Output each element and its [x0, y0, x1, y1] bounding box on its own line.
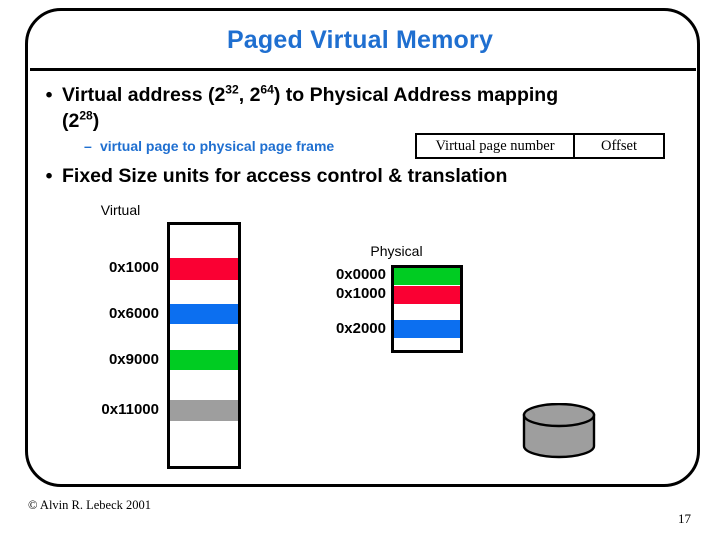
green-frame — [394, 268, 460, 285]
address-format-box: Virtual page number Offset — [415, 133, 665, 159]
disk-cylinder-icon — [522, 403, 596, 459]
bullet-text-part-1: Virtual address (2 — [62, 84, 226, 106]
physical-address-label-0: 0x0000 — [335, 266, 386, 283]
virtual-column-label: Virtual — [100, 202, 141, 218]
virtual-address-label-1: 0x6000 — [108, 305, 159, 322]
dash-marker-icon: – — [84, 138, 92, 154]
green-page — [170, 350, 238, 370]
red-page — [170, 258, 238, 280]
bullet-fixed-size-label: Fixed Size units for access control & tr… — [62, 165, 508, 187]
page-number: 17 — [678, 511, 691, 526]
bullet-item-virtual-address: • Virtual address (232, 264) to Physical … — [36, 82, 696, 106]
bullet-text-part-3: ) to Physical Address mapping — [273, 84, 559, 106]
sub-bullet-page-frame: –virtual page to physical page frame — [84, 138, 334, 154]
physical-address-label-1: 0x1000 — [335, 285, 386, 302]
bullet-line2-part-1: (2 — [62, 110, 80, 132]
virtual-address-label-3: 0x11000 — [101, 401, 159, 418]
blue-frame — [394, 320, 460, 338]
physical-column-label: Physical — [370, 243, 423, 259]
gray-page — [170, 400, 238, 421]
copyright-footer: © Alvin R. Lebeck 2001 — [28, 498, 152, 512]
physical-address-label-2: 0x2000 — [335, 320, 386, 337]
virtual-address-label-0: 0x1000 — [108, 259, 159, 276]
red-frame — [394, 286, 460, 304]
superscript-32: 32 — [225, 82, 239, 97]
bullet-marker-icon: • — [45, 84, 53, 106]
superscript-64: 64 — [260, 82, 274, 97]
offset-field: Offset — [601, 137, 637, 154]
superscript-28: 28 — [79, 108, 93, 123]
virtual-memory-column — [167, 222, 241, 469]
slide-border — [25, 8, 700, 487]
bullet-text-part-2: , 2 — [238, 84, 261, 106]
virtual-page-number-field: Virtual page number — [417, 135, 575, 157]
bullet-item-fixed-size: • Fixed Size units for access control & t… — [36, 165, 508, 188]
bullet-marker-icon-2: • — [45, 165, 53, 187]
title-divider — [30, 68, 696, 71]
bullet-item-virtual-address-line2: (228) — [62, 108, 100, 133]
bullet-line2-part-2: ) — [92, 110, 100, 132]
page-title: Paged Virtual Memory — [226, 26, 494, 54]
blue-page — [170, 304, 238, 324]
virtual-address-label-2: 0x9000 — [108, 351, 159, 368]
physical-memory-column — [391, 265, 463, 353]
sub-bullet-label: virtual page to physical page frame — [100, 138, 335, 154]
